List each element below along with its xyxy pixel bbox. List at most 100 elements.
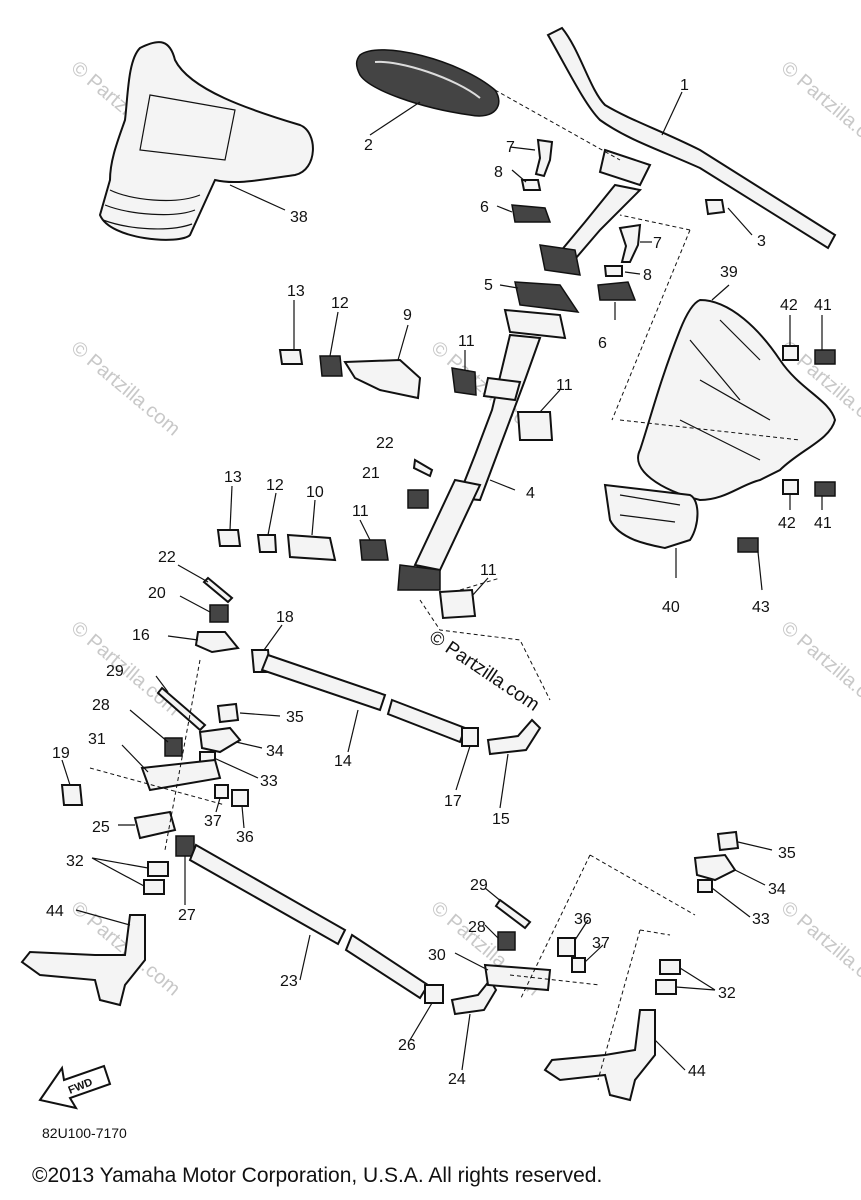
tie-rod-14 <box>260 653 387 712</box>
bushing-26 <box>424 984 444 1004</box>
bracket-10 <box>286 533 337 562</box>
steering-column-flange <box>503 308 567 340</box>
bracket-40 <box>603 483 699 550</box>
callout-42b: 42 <box>778 515 796 532</box>
cover-ribs <box>102 189 201 230</box>
tie-rod-23b <box>344 933 430 1000</box>
bracket-40-detail <box>619 494 681 523</box>
callout-44: 44 <box>46 903 64 920</box>
nut-28b <box>497 931 516 951</box>
callout-31: 31 <box>88 731 106 748</box>
cotter-pin-29b <box>494 898 532 930</box>
spindle-44 <box>20 914 146 1007</box>
handlebar-cover-pad <box>139 94 236 161</box>
callout-8b: 8 <box>643 267 652 284</box>
callout-1: 1 <box>680 77 689 94</box>
fwd-arrow-icon <box>38 1064 112 1110</box>
callout-7: 7 <box>506 139 515 156</box>
bolt-19 <box>60 784 84 806</box>
watermark: © Partzilla.com <box>777 617 861 720</box>
callout-30: 30 <box>428 947 446 964</box>
callout-37: 37 <box>204 813 222 830</box>
bushing-17 <box>461 727 479 747</box>
bolt-13 <box>278 349 304 365</box>
callout-29b: 29 <box>470 877 488 894</box>
panel-39 <box>637 298 837 502</box>
callout-27: 27 <box>178 907 196 924</box>
callout-13b: 13 <box>224 469 242 486</box>
ball-joint-24 <box>450 978 498 1016</box>
washer-8b <box>603 265 623 277</box>
part-drawings <box>20 26 837 1102</box>
bracket-5 <box>514 281 580 313</box>
bushing-11b <box>516 411 554 441</box>
callout-2: 2 <box>364 137 373 154</box>
cotter-pin-29 <box>156 686 207 732</box>
clip-32d <box>655 979 677 995</box>
callout-41: 41 <box>814 297 832 314</box>
nut-12 <box>319 355 343 377</box>
cotter-pin-22 <box>412 458 434 478</box>
bushing-11 <box>451 367 477 396</box>
callout-22b: 22 <box>158 549 176 566</box>
callout-22: 22 <box>376 435 394 452</box>
arm-31 <box>140 758 222 792</box>
handlebar-1 <box>546 26 837 250</box>
callout-10: 10 <box>306 484 324 501</box>
callout-12: 12 <box>331 295 349 312</box>
callout-11b: 11 <box>556 377 573 394</box>
clip-32c <box>659 959 681 975</box>
bolt-36 <box>231 789 249 807</box>
nut-21 <box>407 489 429 509</box>
pad-highlight <box>374 60 481 99</box>
nut-12b <box>256 534 278 553</box>
callout-26: 26 <box>398 1037 416 1054</box>
callout-4: 4 <box>526 485 535 502</box>
washer-33b <box>697 879 713 893</box>
callout-3: 3 <box>757 233 766 250</box>
bolt-7b <box>618 223 642 263</box>
callout-42: 42 <box>780 297 798 314</box>
callout-35: 35 <box>286 709 304 726</box>
steering-spline <box>539 244 581 276</box>
callout-15: 15 <box>492 811 510 828</box>
ball-joint-25 <box>133 810 177 840</box>
callout-41b: 41 <box>814 515 832 532</box>
callout-29: 29 <box>106 663 124 680</box>
panel-39-detail <box>679 319 771 461</box>
callout-32b: 32 <box>718 985 736 1002</box>
callout-18: 18 <box>276 609 294 626</box>
tie-rod-23 <box>188 843 347 946</box>
washer-37b <box>571 957 586 973</box>
callout-12b: 12 <box>266 477 284 494</box>
callout-labels: 1 2 3 7 8 6 7 8 5 6 38 39 13 12 9 11 11 … <box>46 77 832 1088</box>
diagram-code: 82U100-7170 <box>42 1125 127 1141</box>
spindle-44b <box>543 1009 656 1102</box>
bolt-41 <box>814 349 836 365</box>
bushing-27 <box>175 835 195 857</box>
tie-rod-14b <box>386 698 467 744</box>
cap-35 <box>216 702 240 724</box>
callout-24: 24 <box>448 1071 466 1088</box>
bushing-11d <box>438 588 477 620</box>
callout-43: 43 <box>752 599 770 616</box>
callout-39: 39 <box>720 264 738 281</box>
clamp-6 <box>511 204 552 223</box>
callout-6: 6 <box>480 199 489 216</box>
callout-8: 8 <box>494 164 503 181</box>
clip-32 <box>147 861 169 877</box>
watermark: © Partzilla.com <box>67 617 184 720</box>
callout-34: 34 <box>266 743 284 760</box>
callout-36: 36 <box>236 829 254 846</box>
column-collar <box>482 376 522 402</box>
callout-17: 17 <box>444 793 462 810</box>
handlebar-clamp <box>598 148 652 187</box>
callout-37b: 37 <box>592 935 610 952</box>
nut-28 <box>164 737 183 757</box>
callout-33: 33 <box>260 773 278 790</box>
bushing-11c <box>359 539 389 561</box>
callout-36b: 36 <box>574 911 592 928</box>
handlebar-pad-2 <box>355 49 500 117</box>
washer-42b <box>782 479 799 495</box>
